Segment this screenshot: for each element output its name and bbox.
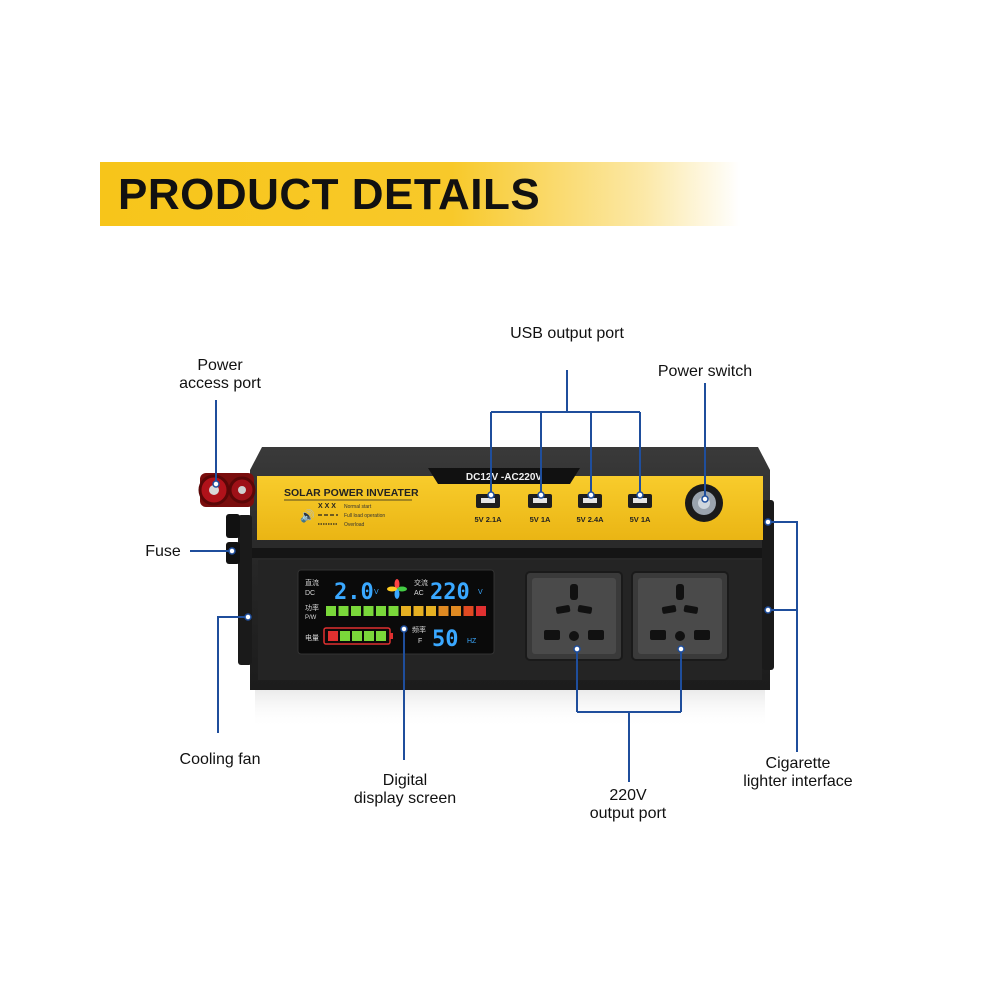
power-level-segment — [426, 606, 436, 616]
legend-overload: Overload — [344, 522, 365, 528]
body-seam — [250, 548, 770, 558]
power-level-segment — [463, 606, 474, 616]
usb-port-2: 5V 1A — [528, 494, 552, 524]
usb-port-4-label: 5V 1A — [630, 515, 651, 524]
label-digital-display-line2: display screen — [353, 790, 457, 807]
label-power-switch: Power switch — [657, 363, 753, 380]
left-side-panel — [238, 515, 252, 665]
usb-port-4: 5V 1A — [628, 494, 652, 524]
ac-label-cn: 交流 — [414, 578, 428, 587]
speaker-icon: 🔊 — [300, 508, 315, 523]
label-power-access-line2: access port — [179, 375, 261, 392]
freq-label: F — [418, 638, 422, 645]
power-label-cn: 功率 — [305, 603, 319, 612]
brand-text: SOLAR POWER INVEATER — [284, 487, 419, 499]
ac-unit: V — [478, 589, 483, 596]
label-220v-line2: output port — [589, 805, 667, 822]
cigarette-leader-main — [770, 521, 798, 752]
usb-port-3: 5V 2.4A — [576, 494, 604, 524]
power-label: P/W — [305, 615, 317, 621]
usb-port-1-label: 5V 2.1A — [474, 515, 502, 524]
label-fuse: Fuse — [145, 543, 181, 560]
usb-port-2-label: 5V 1A — [530, 515, 551, 524]
ac-label: AC — [414, 590, 424, 597]
label-cigarette-line1: Cigarette — [765, 755, 831, 772]
ac-outlet-right — [631, 571, 729, 661]
power-level-segment — [451, 606, 461, 616]
power-level-segment — [401, 606, 411, 616]
freq-label-cn: 频率 — [412, 625, 426, 634]
ac-value: 220 — [430, 580, 470, 605]
ac-outlet-left — [525, 571, 623, 661]
floor-reflection — [255, 688, 765, 728]
power-level-segment — [388, 606, 399, 616]
dc-unit: V — [374, 589, 379, 596]
usb-port-3-label: 5V 2.4A — [576, 515, 604, 524]
power-level-bar — [326, 606, 486, 616]
legend-normal: Normal start — [344, 504, 372, 510]
power-level-segment — [438, 606, 449, 616]
leader-lines — [190, 370, 798, 782]
power-level-segment — [326, 606, 336, 616]
power-level-segment — [363, 606, 374, 616]
power-level-segment — [413, 606, 424, 616]
title-banner — [100, 162, 740, 226]
power-level-segment — [476, 606, 486, 616]
cooling-fan-leader — [217, 616, 247, 733]
label-usb-output-port: USB output port — [510, 325, 624, 342]
dc-label-cn: 直流 — [305, 578, 319, 587]
label-220v-line1: 220V — [609, 787, 647, 804]
fan-glyph-icon — [387, 579, 407, 599]
dc-label: DC — [305, 590, 315, 597]
label-cooling-fan: Cooling fan — [179, 751, 261, 768]
power-access-terminals — [198, 473, 256, 507]
fuse-holder-upper — [226, 514, 240, 538]
lcd-display: 直流 DC 2.0 V 交流 AC 220 V 功率 P/W 电量 频率 F — [297, 569, 495, 655]
freq-value: 50 — [432, 627, 459, 652]
label-cigarette-line2: lighter interface — [743, 773, 853, 790]
right-side-panel — [762, 500, 774, 670]
power-level-segment — [376, 606, 386, 616]
leader-endpoints — [212, 480, 772, 653]
legend-full: Full load operation — [344, 513, 385, 519]
legend-xxx: X X X — [318, 503, 336, 510]
power-level-segment — [351, 606, 361, 616]
model-plate-text: DC12V -AC220V — [466, 472, 542, 483]
battery-gauge — [323, 627, 393, 645]
yellow-top-panel — [257, 476, 763, 540]
battery-label-cn: 电量 — [305, 633, 319, 642]
label-digital-display-line1: Digital — [382, 772, 428, 789]
dc-value: 2.0 — [334, 580, 374, 605]
usb-port-1: 5V 2.1A — [474, 494, 502, 524]
label-power-access-line1: Power — [197, 357, 243, 374]
freq-unit: HZ — [467, 638, 477, 645]
page-title: PRODUCT DETAILS — [118, 170, 541, 219]
power-level-segment — [338, 606, 349, 616]
